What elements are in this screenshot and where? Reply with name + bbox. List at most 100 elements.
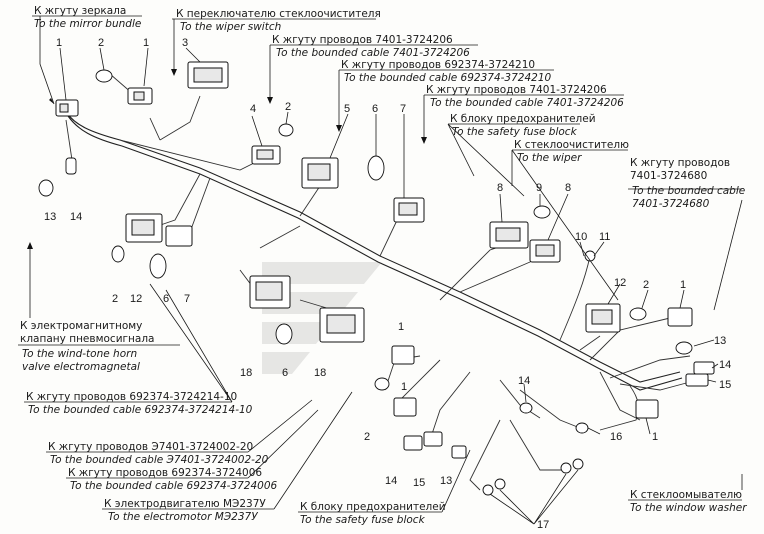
connector-18b (319, 307, 365, 343)
connector-12-right (585, 303, 621, 333)
label-mirror-bundle: К жгуту зеркала To the mirror bundle (34, 5, 141, 30)
callout: 11 (599, 231, 610, 243)
callout: 6 (282, 367, 288, 379)
label-ru: К жгуту проводов 692374-3724210 (341, 59, 535, 71)
connector-7-left (165, 225, 193, 247)
label-en-2: valve electromagnetal (22, 361, 140, 373)
callout: 3 (182, 37, 188, 49)
leader-lines (18, 15, 743, 525)
label-ru: К стеклоомывателю (630, 489, 742, 501)
label-ru: К жгуту проводов 7401-3724206 (426, 84, 607, 96)
label-en: To the wind-tone horn (22, 348, 137, 360)
label-ru: К электромагнитному (20, 320, 142, 332)
ring-terminals-17 (482, 458, 584, 496)
callout: 6 (163, 293, 169, 305)
label-ru: К переключателю стеклоочистителя (176, 8, 381, 20)
clip-2-topleft (95, 69, 113, 83)
callout: 12 (614, 277, 626, 289)
label-ru: К жгуту проводов 692374-3724006 (68, 467, 262, 479)
label-ru: К жгуту проводов 692374-3724214-10 (26, 391, 237, 403)
connector-13-bottom (451, 445, 467, 459)
connector-1-right (667, 307, 693, 327)
clip-13-left (38, 179, 54, 197)
label-wiper-switch: К переключателю стеклоочистителя To the … (176, 8, 381, 33)
label-cable-7401-3724206-b: К жгуту проводов 7401-3724206 To the bou… (426, 84, 624, 109)
callout: 14 (518, 375, 530, 387)
label-en: To the bounded cable (632, 185, 745, 197)
callout: 4 (250, 103, 256, 115)
callout: 1 (652, 431, 658, 443)
label-en: To the bounded cable 7401-3724206 (276, 47, 470, 59)
clip-14-left (65, 157, 77, 175)
clip-13-right (675, 341, 693, 355)
callout: 2 (643, 279, 649, 291)
label-en: To the wiper (517, 152, 582, 164)
connector-14-right (693, 361, 715, 375)
callout: 2 (98, 37, 104, 49)
label-window-washer: К стеклоомывателю To the window washer (630, 489, 747, 514)
clip-6-left (149, 253, 167, 279)
callout: 8 (565, 182, 571, 194)
callout: 6 (372, 103, 378, 115)
callout: 1 (56, 37, 62, 49)
label-cable-692374-3724214-10: К жгуту проводов 692374-3724214-10 To th… (26, 391, 253, 416)
connector-4 (251, 145, 281, 165)
connector-7 (393, 197, 425, 223)
connector-8a (489, 221, 529, 249)
connector-15-right (685, 373, 709, 387)
label-ru: К жгуту проводов Э7401-3724002-20 (48, 441, 253, 453)
label-ru: К жгуту проводов 7401-3724206 (272, 34, 453, 46)
callout: 13 (440, 475, 452, 487)
label-en: To the safety fuse block (300, 514, 426, 526)
label-ru-2: 7401-3724680 (630, 170, 707, 182)
clip-2-4 (278, 123, 294, 137)
callout: 7 (400, 103, 406, 115)
label-cable-7401-3724680: К жгуту проводов 7401-3724680 To the bou… (630, 157, 745, 210)
callout: 18 (314, 367, 326, 379)
connector-mirror (55, 99, 79, 117)
callout: 13 (44, 211, 56, 223)
label-cable-7401-3724002-20: К жгуту проводов Э7401-3724002-20 To the… (48, 441, 269, 466)
label-en: To the bounded cable Э7401-3724002-20 (50, 454, 269, 466)
label-ru: К стеклоочистителю (514, 139, 629, 151)
clip-14-bottom (519, 402, 533, 414)
connector-3 (187, 61, 229, 89)
label-en-2: 7401-3724680 (632, 198, 710, 210)
callout: 1 (680, 279, 686, 291)
label-ru: К блоку предохранителей (450, 113, 596, 125)
callout: 17 (537, 519, 549, 531)
label-electromotor: К электродвигателю МЭ237У To the electro… (104, 498, 266, 523)
connector-12-left (125, 213, 163, 243)
label-cable-692374-3724210: К жгуту проводов 692374-3724210 To the b… (341, 59, 552, 84)
callout: 15 (719, 379, 731, 391)
callout: 2 (364, 431, 370, 443)
clip-2-bottom (374, 377, 390, 391)
connector-1-mid (391, 345, 415, 365)
label-en: To the safety fuse block (452, 126, 578, 138)
clip-9 (533, 205, 551, 219)
callout: 10 (575, 231, 587, 243)
callout: 2 (112, 293, 118, 305)
callout: 13 (714, 335, 726, 347)
callout: 9 (536, 182, 542, 194)
connector-1-bottom (635, 399, 659, 419)
label-horn-valve: К электромагнитному клапану пневмосигнал… (20, 320, 155, 373)
label-ru: К жгуту проводов (630, 157, 730, 169)
connector-18a (249, 275, 291, 309)
label-en: To the bounded cable 692374-3724210 (344, 72, 552, 84)
label-en: To the bounded cable 692374-3724214-10 (28, 404, 253, 416)
callout: 14 (719, 359, 731, 371)
label-ru: К электродвигателю МЭ237У (104, 498, 266, 510)
callout: 12 (130, 293, 142, 305)
connector-15-bottom (423, 431, 443, 447)
clip-2-right (629, 307, 647, 321)
label-en: To the bounded cable 692374-3724006 (70, 480, 278, 492)
label-en: To the mirror bundle (34, 18, 141, 30)
label-en: To the window washer (630, 502, 747, 514)
callout: 2 (285, 101, 291, 113)
callout: 14 (385, 475, 397, 487)
label-safety-fuse-block-top: К блоку предохранителей To the safety fu… (450, 113, 596, 138)
callout: 15 (413, 477, 425, 489)
callout: 16 (610, 431, 622, 443)
